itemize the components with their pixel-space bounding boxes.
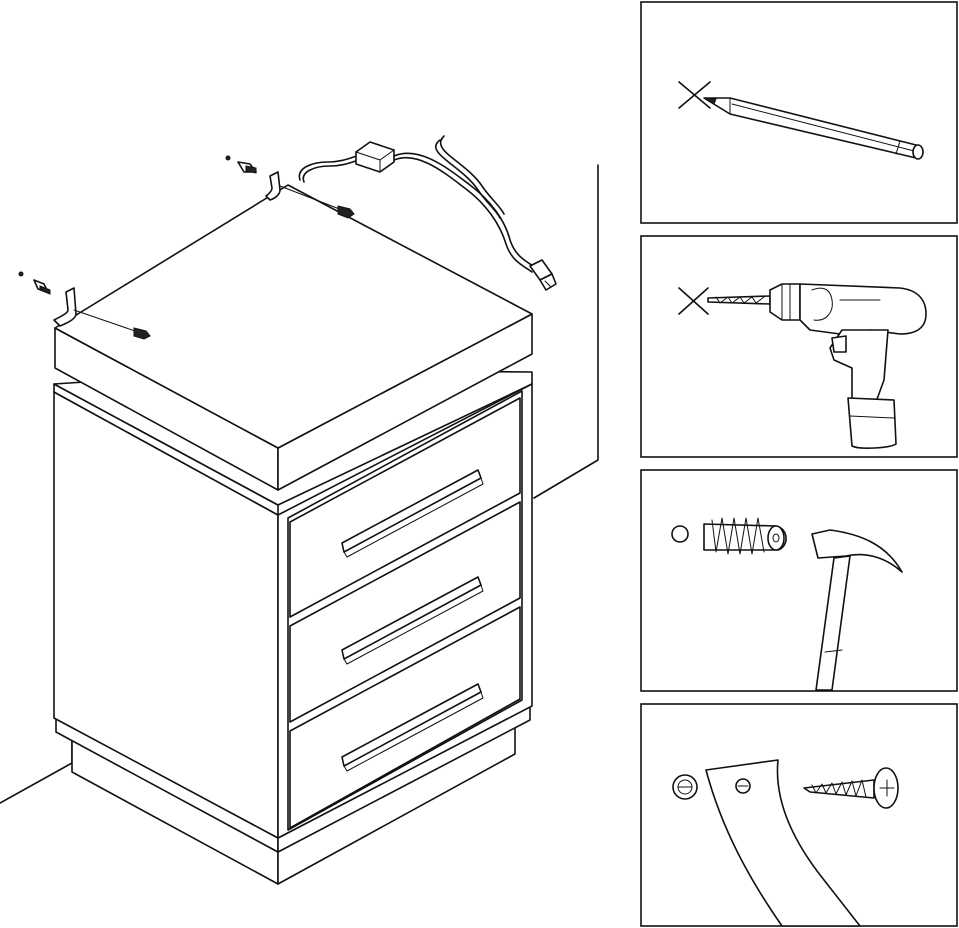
- wall-plug-icon: [225, 155, 231, 161]
- cabinet-plinth: [55, 705, 531, 885]
- wall-plug-icon: [703, 517, 787, 555]
- drawer-1: [289, 397, 521, 618]
- drawer-fronts: [289, 397, 521, 829]
- wall-plug-icon: [672, 774, 698, 800]
- wall-plug-icon: [18, 271, 24, 277]
- step-panel-2: [640, 235, 958, 458]
- led-cable: [298, 135, 557, 291]
- screw-icon: [133, 327, 151, 340]
- drawer-2: [289, 501, 521, 723]
- screw-icon: [337, 205, 355, 219]
- nightstand-drawing: [0, 135, 599, 885]
- screw-icon: [803, 767, 899, 809]
- cabinet-top: [54, 184, 533, 491]
- drawer-3: [289, 606, 521, 829]
- step-panel-3: [640, 469, 958, 692]
- wall-bracket-icon: [53, 287, 77, 327]
- step-panel-4: [640, 703, 958, 927]
- pencil-icon: [703, 97, 924, 160]
- wall-bracket-icon: [705, 759, 861, 927]
- usb-plug-icon: [529, 259, 557, 291]
- drill-hole-icon: [671, 525, 689, 543]
- wall-brackets: [53, 171, 281, 327]
- wall-bracket-icon: [265, 171, 281, 201]
- step-panel-1: [640, 1, 958, 224]
- cross-mark-icon: [678, 81, 711, 109]
- cross-mark-icon: [678, 287, 709, 315]
- hammer-icon: [811, 529, 903, 691]
- wall-fixings: [18, 155, 355, 340]
- led-controller-icon: [355, 141, 395, 173]
- drill-icon: [707, 283, 927, 449]
